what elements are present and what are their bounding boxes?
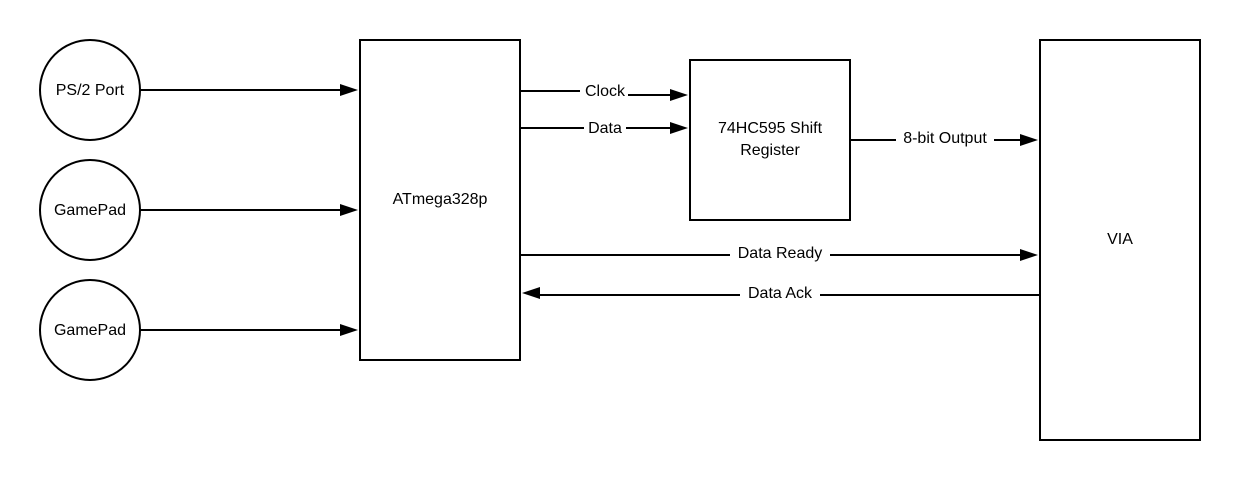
eight-bit-output-label: 8-bit Output <box>903 130 987 147</box>
edge-gamepad1-to-atmega <box>140 204 358 216</box>
arrowhead-icon <box>340 324 358 336</box>
arrowhead-icon <box>522 287 540 299</box>
atmega-box <box>359 39 521 361</box>
ps2-port-node: PS/2 Port <box>39 39 141 141</box>
gamepad-node-2: GamePad <box>39 279 141 381</box>
atmega-node: ATmega328p <box>359 39 521 361</box>
arrowhead-icon <box>1020 134 1038 146</box>
edge-label-background <box>730 243 830 263</box>
edge-eight-bit-output: 8-bit Output <box>850 128 1038 148</box>
edge-clock: Clock <box>520 80 688 101</box>
via-node: VIA <box>1039 39 1201 441</box>
via-box <box>1039 39 1201 441</box>
edge-label-background <box>580 80 628 100</box>
shift-register-label-line2: Register <box>740 142 800 159</box>
edge-data: Data <box>520 117 688 137</box>
atmega-label: ATmega328p <box>393 191 488 208</box>
data-label: Data <box>588 120 622 137</box>
via-label: VIA <box>1107 231 1133 248</box>
edge-gamepad2-to-atmega <box>140 324 358 336</box>
arrowhead-icon <box>670 89 688 101</box>
arrowhead-icon <box>340 204 358 216</box>
arrowhead-icon <box>1020 249 1038 261</box>
shift-register-node: 74HC595 Shift Register <box>689 59 851 221</box>
edge-data-ready: Data Ready <box>520 243 1038 263</box>
gamepad-label-2: GamePad <box>54 322 126 339</box>
edge-label-background <box>740 283 820 303</box>
edge-data-ack: Data Ack <box>522 283 1040 303</box>
clock-label: Clock <box>585 83 626 100</box>
shift-register-box <box>689 59 851 221</box>
arrowhead-icon <box>340 84 358 96</box>
gamepad-node-1: GamePad <box>39 159 141 261</box>
gamepad-label-1: GamePad <box>54 202 126 219</box>
data-ack-label: Data Ack <box>748 285 813 302</box>
edge-label-background <box>584 117 626 137</box>
edge-label-background <box>896 128 994 148</box>
ps2-port-label: PS/2 Port <box>56 82 125 99</box>
edge-ps2-to-atmega <box>140 84 358 96</box>
arrowhead-icon <box>670 122 688 134</box>
shift-register-label-line1: 74HC595 Shift <box>718 120 823 137</box>
data-ready-label: Data Ready <box>738 245 823 262</box>
